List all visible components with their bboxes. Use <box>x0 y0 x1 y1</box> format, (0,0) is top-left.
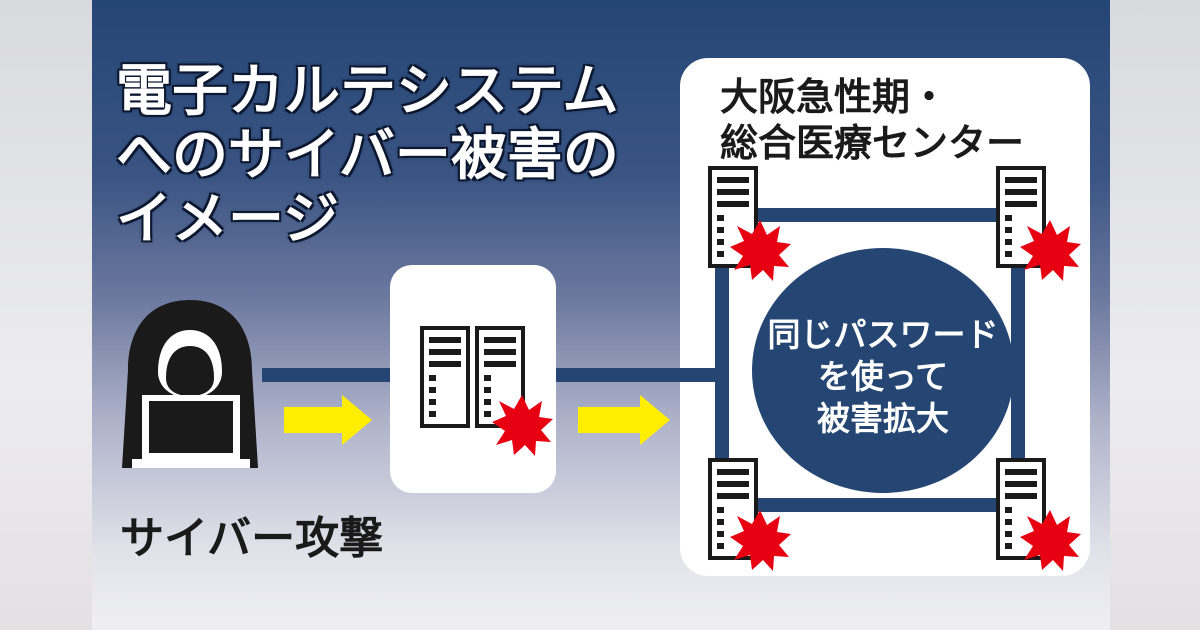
arrow-icon <box>284 395 372 445</box>
damage-line-2: を使って <box>817 357 949 396</box>
hospital-name-line-2: 総合医療センター <box>720 121 1025 165</box>
damage-line-3: 被害拡大 <box>817 399 949 438</box>
right-margin <box>1110 0 1200 630</box>
illustration-title: 電子カルテシステム へのサイバー被害の イメージ <box>116 60 619 252</box>
diagram-graphics <box>122 166 1081 571</box>
title-line-3: イメージ <box>116 187 339 252</box>
network-lines <box>262 208 1025 512</box>
hooded-hacker-icon <box>122 300 258 468</box>
title-line-1: 電子カルテシステム <box>116 59 619 124</box>
hospital-name: 大阪急性期・ 総合医療センター <box>720 74 1024 166</box>
arrow-icon <box>578 395 670 445</box>
burst-icon <box>730 510 791 571</box>
server-icon <box>420 326 470 428</box>
damage-circle-text: 同じパスワード を使って 被害拡大 <box>752 314 1014 440</box>
cyber-attack-label: サイバー攻撃 <box>120 513 384 564</box>
illustration-panel: 電子カルテシステム へのサイバー被害の イメージ 大阪急性期・ 総合医療センター… <box>92 0 1110 630</box>
hospital-name-line-1: 大阪急性期・ <box>720 75 949 119</box>
burst-icon <box>492 395 553 456</box>
damage-line-1: 同じパスワード <box>767 315 999 354</box>
left-margin <box>0 0 92 630</box>
burst-icon <box>730 220 791 281</box>
title-line-2: へのサイバー被害の <box>116 123 619 188</box>
intermediate-server-box <box>390 265 556 493</box>
burst-icon <box>1020 510 1081 571</box>
burst-icon <box>1020 220 1081 281</box>
damage-circle: 同じパスワード を使って 被害拡大 <box>752 248 1014 493</box>
